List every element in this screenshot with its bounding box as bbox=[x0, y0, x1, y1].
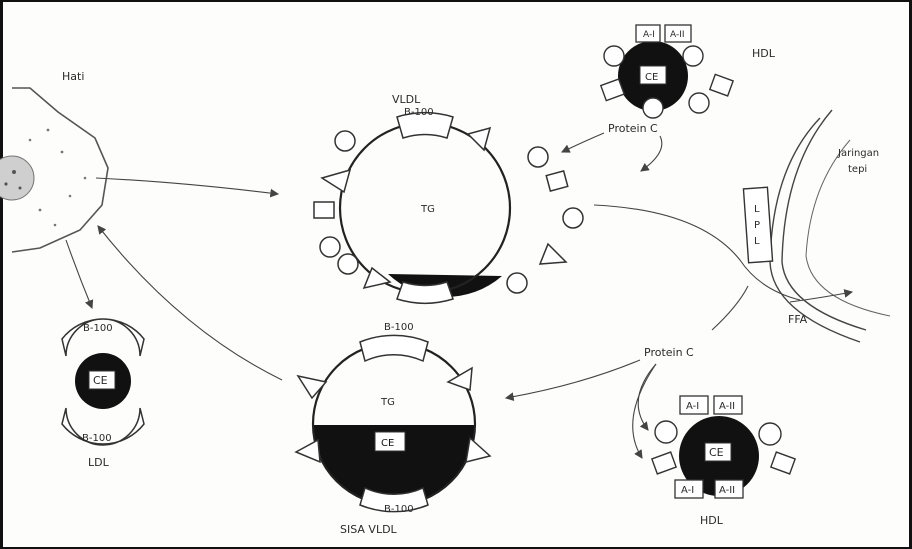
hdl-bottom-ce: CE bbox=[709, 446, 724, 459]
sisa-vldl-particle bbox=[296, 335, 490, 511]
sisa-vldl-b100-top bbox=[360, 335, 428, 361]
peripheral-tissue bbox=[770, 110, 890, 342]
hdl-top-particle bbox=[601, 25, 733, 118]
lpl-letter-2: P bbox=[754, 220, 760, 231]
jaringan-label: Jaringan bbox=[837, 148, 879, 159]
hdl-top-a1: A-I bbox=[643, 30, 655, 40]
liver bbox=[0, 88, 108, 252]
ldl-label: LDL bbox=[88, 456, 110, 469]
hdl-top-label: HDL bbox=[752, 47, 776, 60]
ldl-b100-top-label: B-100 bbox=[83, 323, 113, 334]
sisa-vldl-ce: CE bbox=[381, 438, 394, 449]
liver-label: Hati bbox=[62, 70, 84, 83]
vldl-b100-bottom bbox=[397, 282, 453, 303]
vldl-b100-label-bottom: B-100 bbox=[384, 322, 414, 333]
protein-c-top-label: Protein C bbox=[608, 122, 658, 135]
ldl-ce: CE bbox=[93, 374, 108, 387]
vldl-particle bbox=[314, 113, 583, 303]
hdl-bottom-a1-top: A-I bbox=[686, 401, 699, 412]
hdl-bottom-a2-top: A-II bbox=[719, 401, 735, 412]
lpl-letter-3: L bbox=[754, 236, 760, 247]
hdl-top-a2: A-II bbox=[670, 30, 685, 40]
vldl-tg-label: TG bbox=[420, 204, 435, 215]
liver-nucleus bbox=[0, 156, 34, 200]
sisa-vldl-b100-bottom-label: B-100 bbox=[384, 504, 414, 515]
sisa-vldl-tg: TG bbox=[380, 397, 395, 408]
vldl-label: VLDL bbox=[392, 93, 421, 106]
protein-c-bottom-label: Protein C bbox=[644, 346, 694, 359]
ffa-label: FFA bbox=[788, 313, 808, 326]
hdl-top-ce: CE bbox=[645, 72, 658, 83]
sisa-vldl-label: SISA VLDL bbox=[340, 523, 398, 536]
ldl-b100-bottom-label: B-100 bbox=[82, 433, 112, 444]
hdl-bottom-label: HDL bbox=[700, 514, 724, 527]
hdl-bottom-a2-bottom: A-II bbox=[719, 485, 735, 496]
hdl-bottom-a1-bottom: A-I bbox=[681, 485, 694, 496]
vldl-b100-label-top: B-100 bbox=[404, 107, 434, 118]
tepi-label: tepi bbox=[848, 164, 867, 175]
lpl-letter-1: L bbox=[754, 204, 760, 215]
